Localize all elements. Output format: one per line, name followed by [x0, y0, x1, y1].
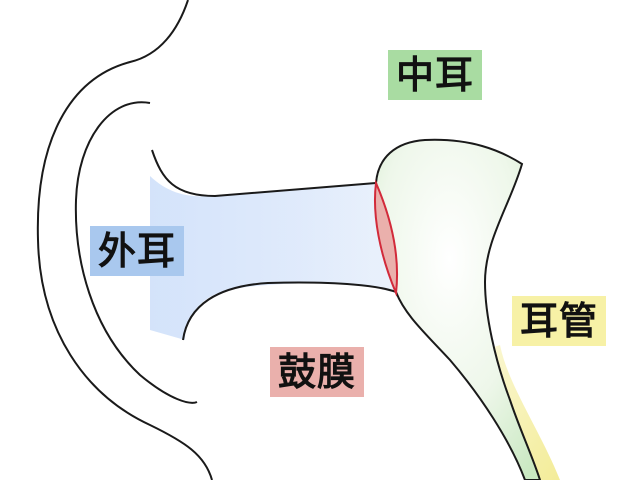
eardrum-shape	[373, 179, 399, 297]
middle-ear-cavity	[374, 138, 542, 480]
label-eardrum: 鼓膜	[270, 347, 365, 397]
pinna-outer-curve	[36, 0, 213, 480]
ear-canal-upper-wall	[151, 149, 377, 198]
ear-canal-lower-wall	[182, 281, 397, 341]
label-outer-ear: 外耳	[90, 226, 185, 276]
label-eustachian-tube: 耳管	[512, 296, 607, 346]
ear-canal-fill	[150, 176, 396, 340]
label-middle-ear: 中耳	[388, 50, 483, 100]
pinna-inner-curve	[74, 101, 198, 404]
